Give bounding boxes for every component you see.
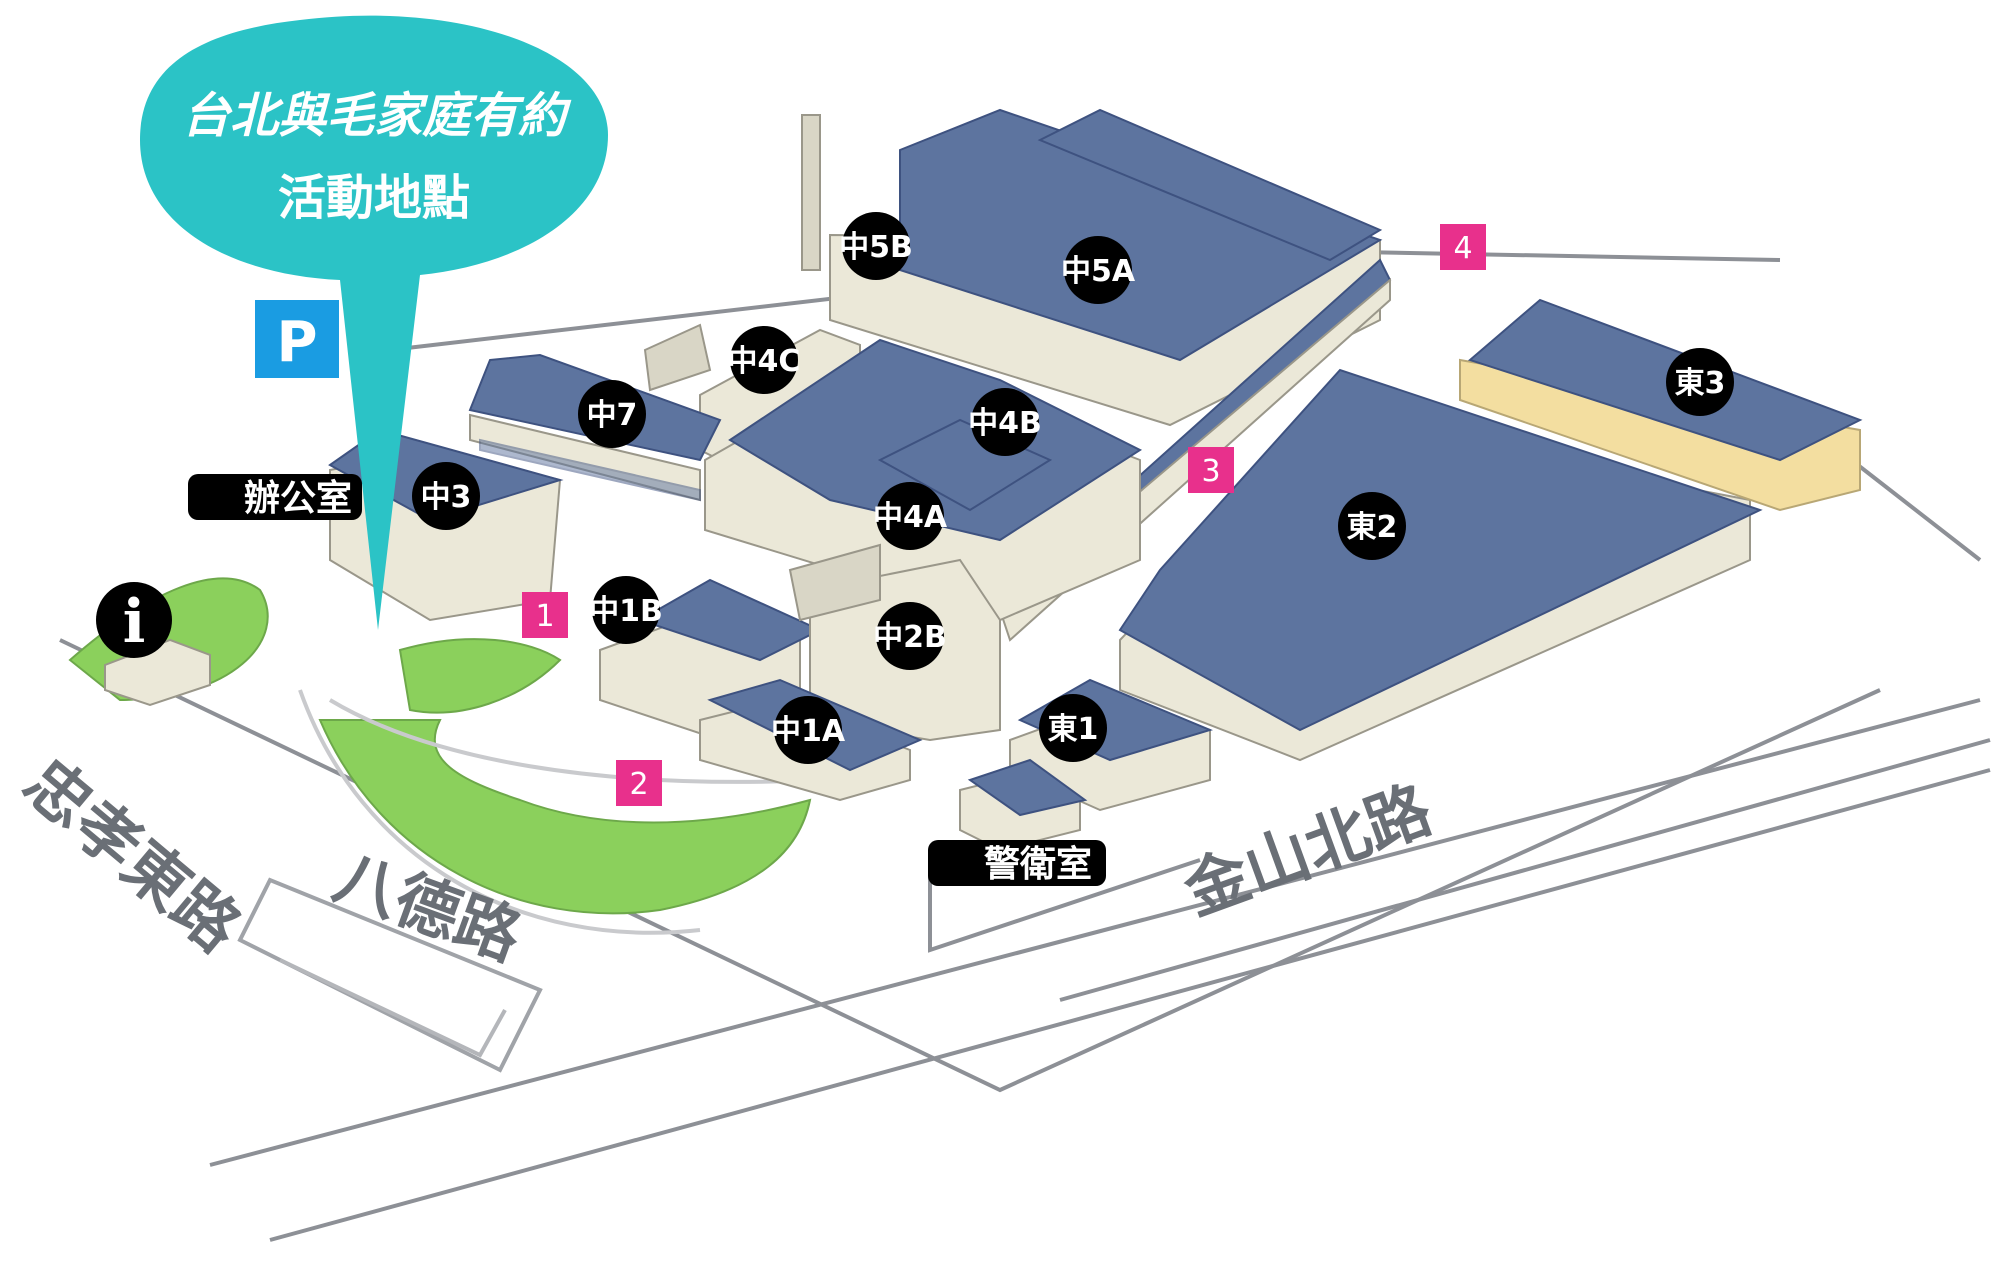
marker-dong3[interactable]: 東3 — [1666, 348, 1734, 416]
marker-zhong5b[interactable]: 中5B — [839, 212, 913, 280]
chimney — [801, 114, 821, 271]
marker-zhong5b-label: 中5B — [839, 230, 913, 265]
marker-dong1-label: 東1 — [1048, 712, 1099, 747]
office-tag[interactable]: 辦公室 — [188, 474, 362, 520]
marker-dong2-label: 東2 — [1347, 510, 1398, 545]
marker-zhong1b-label: 中1B — [589, 594, 663, 629]
marker-dong2[interactable]: 東2 — [1338, 492, 1406, 560]
entrance-1-label: 1 — [535, 599, 554, 634]
marker-dong1[interactable]: 東1 — [1039, 694, 1107, 762]
info-icon: i — [123, 587, 146, 657]
guard-tag-label: 警衛室 — [984, 844, 1092, 885]
marker-zhong3[interactable]: 中3 — [412, 462, 480, 530]
marker-zhong3-label: 中3 — [421, 480, 472, 515]
entrance-4-label: 4 — [1453, 231, 1472, 266]
marker-zhong4c[interactable]: 中4C — [728, 326, 801, 394]
marker-zhong5a[interactable]: 中5A — [1061, 236, 1136, 304]
entrance-2[interactable]: 2 — [616, 760, 662, 806]
parking-icon: P — [276, 310, 317, 375]
lawn-south — [318, 719, 812, 915]
street-zhongxiao: 忠孝東路 — [10, 746, 254, 968]
office-tag-label: 辦公室 — [244, 478, 352, 519]
marker-zhong1a[interactable]: 中1A — [771, 696, 846, 764]
road-lines — [59, 247, 1991, 1242]
guard-tag[interactable]: 警衛室 — [928, 840, 1106, 886]
lawn-center — [398, 638, 562, 714]
info-marker[interactable]: i — [96, 582, 172, 658]
marker-zhong7-label: 中7 — [587, 398, 638, 433]
marker-zhong5a-label: 中5A — [1061, 254, 1136, 289]
parking-sign[interactable]: P — [255, 300, 339, 378]
marker-zhong1a-label: 中1A — [771, 714, 846, 749]
marker-zhong1b[interactable]: 中1B — [589, 576, 663, 644]
entrance-1[interactable]: 1 — [522, 592, 568, 638]
bubble-title: 台北與毛家庭有約 — [182, 88, 572, 144]
marker-zhong7[interactable]: 中7 — [578, 380, 646, 448]
marker-zhong4a[interactable]: 中4A — [873, 482, 948, 550]
entrance-3-label: 3 — [1201, 454, 1220, 489]
marker-dong3-label: 東3 — [1675, 366, 1726, 401]
event-bubble: 台北與毛家庭有約 活動地點 — [140, 15, 608, 631]
entrance-4[interactable]: 4 — [1440, 224, 1486, 270]
marker-zhong4a-label: 中4A — [873, 500, 948, 535]
bubble-subtitle: 活動地點 — [278, 170, 470, 226]
entrance-2-label: 2 — [629, 767, 648, 802]
building-markers: 中5B 中5A 中4C 中7 中4B 中3 中4A 中1B — [412, 212, 1734, 764]
marker-zhong4c-label: 中4C — [728, 344, 801, 379]
marker-zhong4b-label: 中4B — [968, 406, 1042, 441]
marker-zhong2b[interactable]: 中2B — [873, 602, 947, 670]
marker-zhong2b-label: 中2B — [873, 620, 947, 655]
marker-zhong4b[interactable]: 中4B — [968, 388, 1042, 456]
entrance-3[interactable]: 3 — [1188, 447, 1234, 493]
